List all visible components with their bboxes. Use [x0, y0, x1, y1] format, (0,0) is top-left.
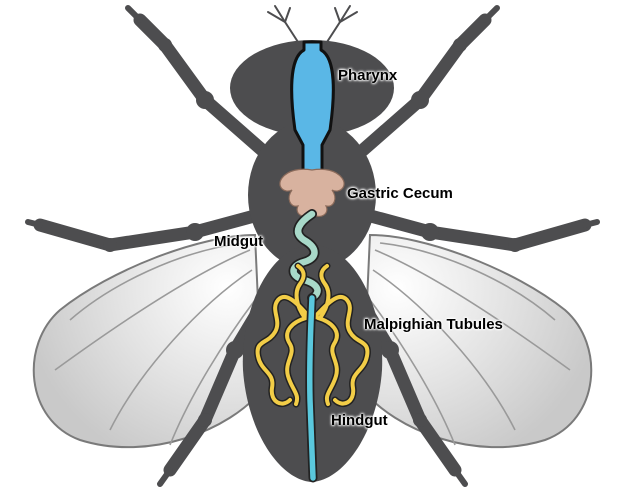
antennae: [268, 6, 357, 42]
right-wing: [363, 235, 591, 447]
pharynx-label: Pharynx: [338, 68, 397, 83]
hindgut-label: Hindgut: [331, 413, 388, 428]
hindgut: [310, 298, 313, 478]
left-wing: [34, 235, 262, 447]
midgut-label: Midgut: [214, 234, 263, 249]
gastric-cecum-label: Gastric Cecum: [347, 186, 453, 201]
malpighian-tubules-label: Malpighian Tubules: [364, 317, 503, 332]
